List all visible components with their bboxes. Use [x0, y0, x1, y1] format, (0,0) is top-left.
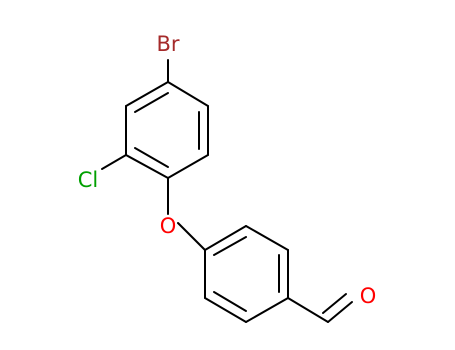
bond-c-o-double	[322, 293, 347, 314]
bond	[204, 225, 247, 251]
carbonyl-oxygen-label: O	[360, 284, 377, 308]
bond	[125, 154, 169, 179]
ether-oxygen-label: O	[160, 214, 177, 238]
bond	[167, 154, 209, 179]
bond	[134, 92, 169, 113]
bond-ring-cho	[287, 297, 329, 323]
bond	[213, 291, 247, 312]
benzaldehyde-ring	[204, 225, 289, 323]
substituent-bonds	[101, 59, 169, 215]
bond	[245, 297, 289, 323]
bond	[134, 147, 169, 168]
bond	[245, 225, 289, 251]
aldehyde-group	[287, 293, 353, 323]
bond	[213, 236, 247, 256]
chlorine-label: Cl	[78, 168, 99, 192]
ether-bond	[177, 222, 206, 251]
bond	[167, 81, 209, 107]
bond	[204, 297, 247, 323]
bond	[125, 81, 169, 107]
bromochlorophenyl-ring	[125, 81, 209, 179]
bromine-label: Br	[156, 32, 179, 56]
bond-c-cl	[101, 154, 127, 170]
bond-c-o-double	[327, 301, 353, 323]
bond-o-c	[177, 222, 206, 251]
